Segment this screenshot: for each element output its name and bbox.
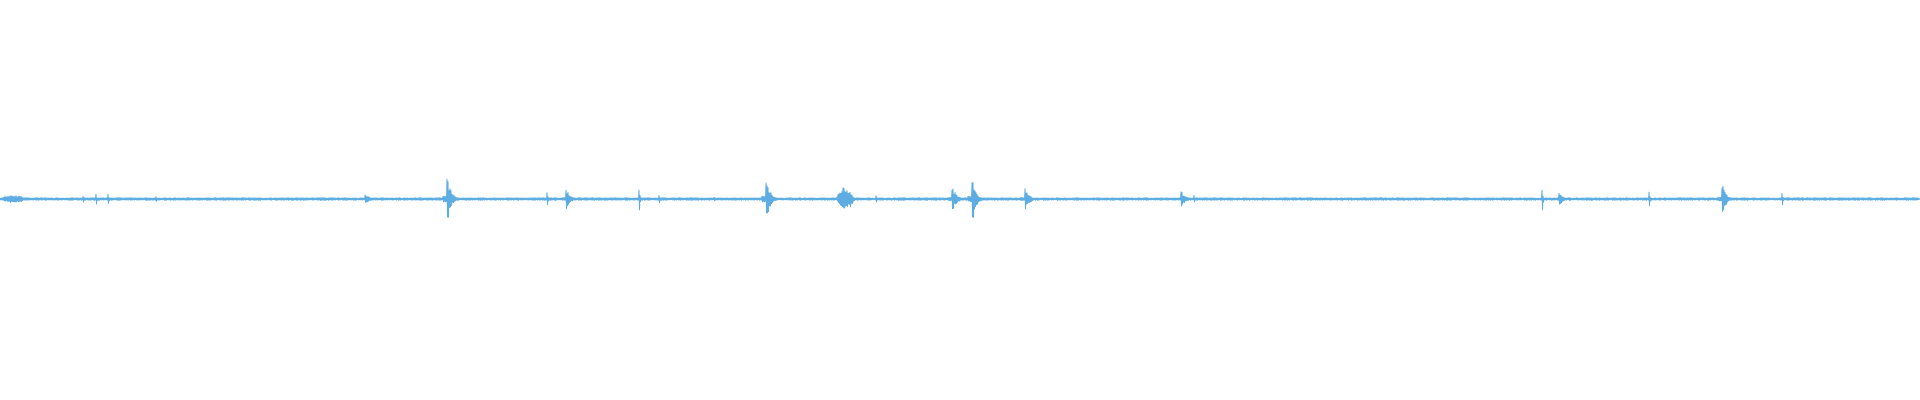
- waveform-trace: [0, 178, 1920, 218]
